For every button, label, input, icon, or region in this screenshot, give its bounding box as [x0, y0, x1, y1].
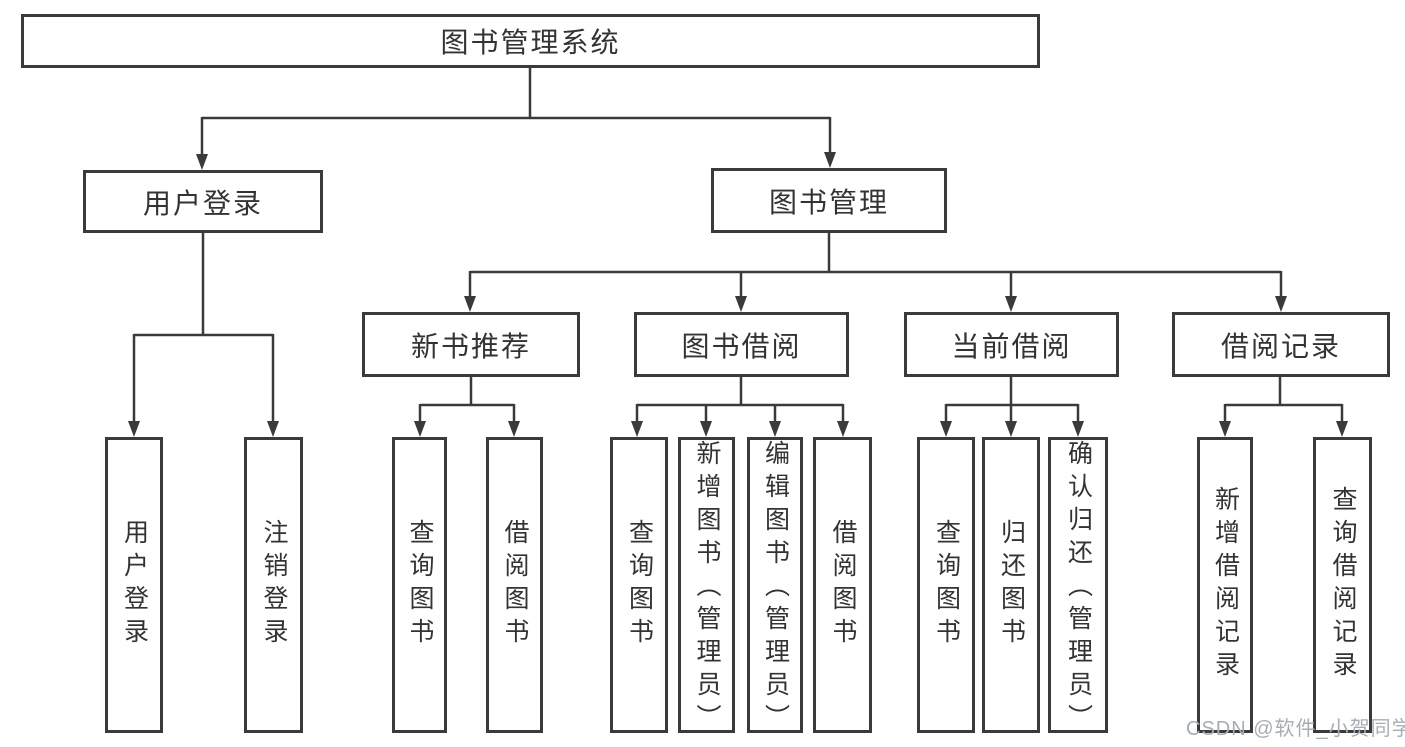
- arrow-down-icon: [769, 421, 781, 437]
- node-current-borrow-label: 当前借阅: [951, 330, 1072, 362]
- node-new-book-recommend-label: 新书推荐: [410, 330, 531, 362]
- node-leaf-logout-label: 注销登录: [260, 519, 288, 651]
- node-leaf-br-query-record: 查询借阅记录: [1313, 437, 1372, 733]
- node-book-borrow: 图书借阅: [634, 312, 849, 377]
- node-leaf-bb-add-books-admin-label: 新增图书（管理员）: [693, 440, 721, 737]
- node-leaf-bb-query-books-label: 查询图书: [625, 519, 654, 651]
- node-leaf-user-login: 用户登录: [105, 437, 163, 733]
- node-book-borrow-label: 图书借阅: [681, 330, 802, 362]
- node-book-management: 图书管理: [711, 168, 947, 233]
- node-leaf-cb-query-books-label: 查询图书: [932, 519, 961, 651]
- arrow-down-icon: [508, 421, 520, 437]
- node-leaf-bb-edit-books-admin-label: 编辑图书（管理员）: [761, 440, 790, 737]
- arrow-down-icon: [735, 296, 747, 312]
- arrow-down-icon: [128, 421, 140, 437]
- node-leaf-nb-query-books: 查询图书: [392, 437, 447, 733]
- node-leaf-bb-add-books-admin: 新增图书（管理员）: [678, 437, 735, 737]
- arrow-down-icon: [1005, 421, 1017, 437]
- arrow-down-icon: [1336, 421, 1348, 437]
- node-root: 图书管理系统: [21, 14, 1040, 68]
- node-leaf-br-query-record-label: 查询借阅记录: [1329, 486, 1357, 684]
- node-new-book-recommend: 新书推荐: [362, 312, 580, 377]
- arrow-down-icon: [1275, 296, 1287, 312]
- arrow-down-icon: [267, 421, 279, 437]
- arrow-down-icon: [1005, 296, 1017, 312]
- node-leaf-bb-borrow-books: 借阅图书: [813, 437, 872, 733]
- node-current-borrow: 当前借阅: [904, 312, 1119, 377]
- arrowheads: [128, 152, 1348, 437]
- arrow-down-icon: [824, 152, 836, 168]
- node-user-login-label: 用户登录: [142, 187, 263, 219]
- node-leaf-nb-borrow-books: 借阅图书: [486, 437, 543, 733]
- node-leaf-nb-query-books-label: 查询图书: [406, 519, 434, 651]
- arrow-down-icon: [631, 421, 643, 437]
- node-book-management-label: 图书管理: [768, 186, 889, 218]
- arrow-down-icon: [1219, 421, 1231, 437]
- node-leaf-bb-edit-books-admin: 编辑图书（管理员）: [747, 437, 803, 737]
- node-leaf-user-login-label: 用户登录: [120, 519, 149, 651]
- node-borrow-records: 借阅记录: [1172, 312, 1390, 377]
- watermark-text: CSDN @软件_小贺同学: [1186, 718, 1405, 740]
- arrow-down-icon: [464, 296, 476, 312]
- node-leaf-br-add-record: 新增借阅记录: [1197, 437, 1253, 733]
- arrow-down-icon: [1072, 421, 1084, 437]
- node-leaf-cb-confirm-return-admin-label: 确认归还（管理员）: [1064, 440, 1093, 737]
- node-borrow-records-label: 借阅记录: [1220, 330, 1341, 362]
- node-leaf-cb-confirm-return-admin: 确认归还（管理员）: [1048, 437, 1108, 737]
- arrow-down-icon: [700, 421, 712, 437]
- node-leaf-cb-return-books: 归还图书: [982, 437, 1040, 733]
- node-root-label: 图书管理系统: [440, 27, 621, 58]
- node-leaf-bb-query-books: 查询图书: [610, 437, 668, 733]
- node-user-login: 用户登录: [83, 170, 323, 233]
- arrow-down-icon: [940, 421, 952, 437]
- node-leaf-nb-borrow-books-label: 借阅图书: [501, 519, 529, 651]
- arrow-down-icon: [196, 154, 208, 170]
- node-leaf-cb-query-books: 查询图书: [917, 437, 975, 733]
- node-leaf-logout: 注销登录: [244, 437, 303, 733]
- arrow-down-icon: [414, 421, 426, 437]
- arrow-down-icon: [837, 421, 849, 437]
- node-leaf-bb-borrow-books-label: 借阅图书: [829, 519, 857, 651]
- node-leaf-cb-return-books-label: 归还图书: [997, 519, 1026, 651]
- node-leaf-br-add-record-label: 新增借阅记录: [1211, 486, 1240, 684]
